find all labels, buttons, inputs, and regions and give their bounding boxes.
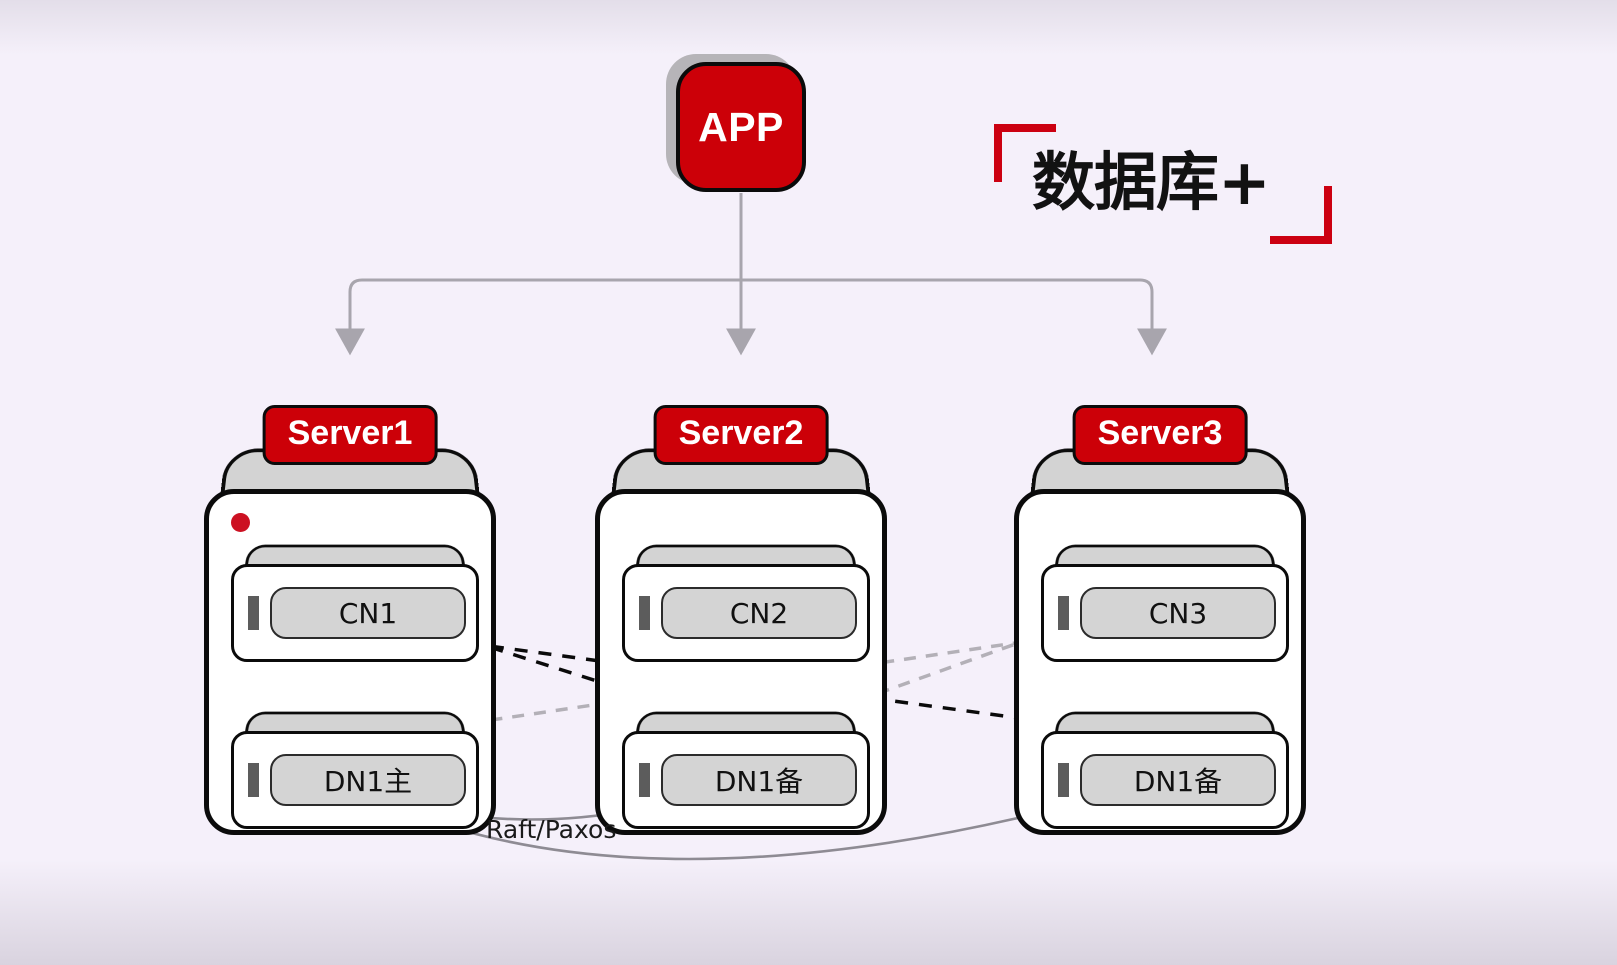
component-label: DN1备 xyxy=(714,765,804,798)
status-indicator-dot xyxy=(231,513,250,532)
bracket-top-left-icon xyxy=(994,124,1056,182)
server-node-1[interactable]: CN1 DN1主 Server1 xyxy=(204,405,496,835)
component-label: CN3 xyxy=(1148,596,1208,630)
component-cn1[interactable]: CN1 xyxy=(231,542,479,662)
component-label: CN2 xyxy=(729,596,789,630)
server-body: CN1 DN1主 xyxy=(204,489,496,835)
component-handle-icon xyxy=(1058,596,1069,630)
component-dn1-primary[interactable]: DN1主 xyxy=(231,709,479,829)
component-pill[interactable]: DN1备 xyxy=(1080,754,1276,806)
component-body: DN1备 xyxy=(622,731,870,829)
brand-title: 数据库+ xyxy=(1032,146,1271,219)
component-handle-icon xyxy=(248,596,259,630)
component-body: CN3 xyxy=(1041,564,1289,662)
component-handle-icon xyxy=(248,763,259,797)
server-node-2[interactable]: CN2 DN1备 Server2 xyxy=(595,405,887,835)
component-label: CN1 xyxy=(338,596,398,630)
component-handle-icon xyxy=(1058,763,1069,797)
component-cn3[interactable]: CN3 xyxy=(1041,542,1289,662)
component-pill[interactable]: CN2 xyxy=(661,587,857,639)
brand-logo: 数据库+ xyxy=(994,124,1332,244)
component-body: DN1主 xyxy=(231,731,479,829)
component-handle-icon xyxy=(639,763,650,797)
component-body: CN1 xyxy=(231,564,479,662)
server-body: CN2 DN1备 xyxy=(595,489,887,835)
app-node[interactable]: APP xyxy=(666,54,806,192)
component-pill[interactable]: CN1 xyxy=(270,587,466,639)
raft-paxos-label: Raft/Paxos xyxy=(486,815,617,844)
component-cn2[interactable]: CN2 xyxy=(622,542,870,662)
server-node-3[interactable]: CN3 DN1备 Server3 xyxy=(1014,405,1306,835)
component-pill[interactable]: DN1备 xyxy=(661,754,857,806)
server-name-badge: Server1 xyxy=(262,405,438,465)
component-dn1-standby-3[interactable]: DN1备 xyxy=(1041,709,1289,829)
server-body: CN3 DN1备 xyxy=(1014,489,1306,835)
bracket-bottom-right-icon xyxy=(1270,186,1332,244)
component-body: DN1备 xyxy=(1041,731,1289,829)
component-label: DN1备 xyxy=(1133,765,1223,798)
component-label: DN1主 xyxy=(323,765,413,798)
app-label: APP xyxy=(698,103,784,150)
server-name-badge: Server3 xyxy=(1072,405,1248,465)
component-body: CN2 xyxy=(622,564,870,662)
component-dn1-standby-2[interactable]: DN1备 xyxy=(622,709,870,829)
component-pill[interactable]: CN3 xyxy=(1080,587,1276,639)
component-handle-icon xyxy=(639,596,650,630)
app-box[interactable]: APP xyxy=(676,62,806,192)
server-name-badge: Server2 xyxy=(653,405,829,465)
component-pill[interactable]: DN1主 xyxy=(270,754,466,806)
